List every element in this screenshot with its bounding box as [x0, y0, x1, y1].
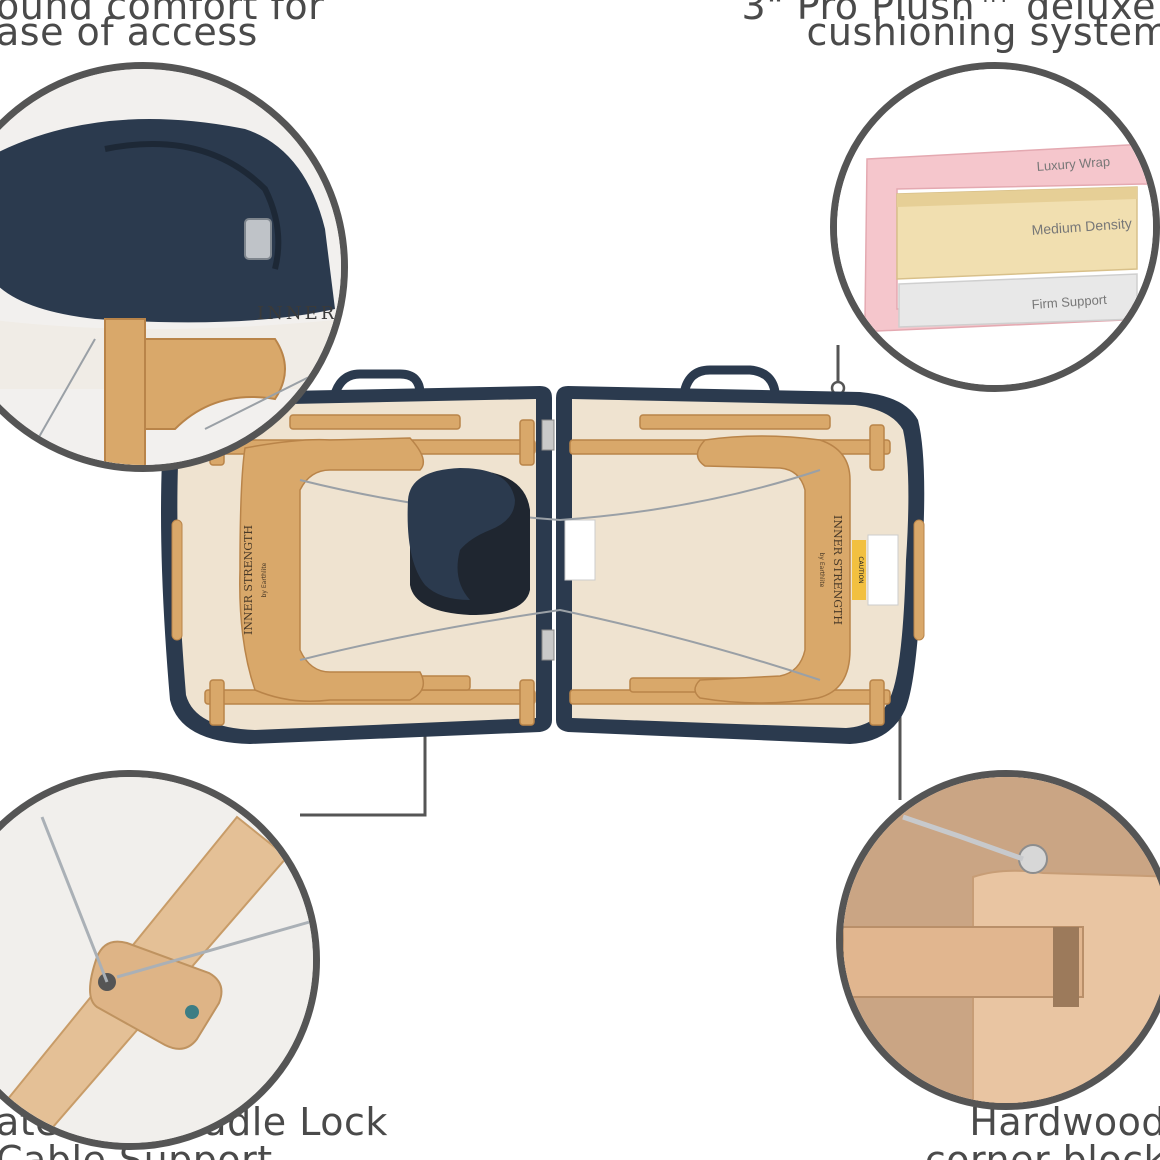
cable-anchor-icon: [1018, 844, 1048, 874]
cushion-seam: [104, 141, 282, 270]
face-cradle-cushion: [407, 468, 515, 600]
wood-leg: [104, 318, 146, 465]
info-sticker: [564, 519, 596, 581]
navy-cushion: [0, 119, 335, 323]
wood-post: [519, 679, 535, 726]
left-brand-text: INNER STRENGTH: [242, 525, 255, 635]
cable: [116, 919, 313, 979]
caution-label: [852, 540, 866, 600]
caption-bottom-right-line2: corner block: [924, 1138, 1160, 1160]
label-medium-density: Medium Density: [1031, 215, 1132, 238]
foam-top-face: [897, 187, 1137, 207]
wood-block: [89, 940, 223, 1050]
cable: [21, 338, 96, 465]
info-sticker: [867, 534, 899, 606]
caption-top-right-line1: 3" Pro Plush™ deluxe: [741, 0, 1156, 28]
foam-layer-firm-support: [898, 273, 1138, 328]
cable: [204, 368, 326, 430]
caption-top-left-line2: ase of access: [0, 10, 258, 54]
caption-top-right-line2: cushioning system: [806, 10, 1160, 54]
label-luxury-wrap: Luxury Wrap: [1036, 154, 1110, 174]
joint-gap: [1053, 927, 1079, 1007]
caption-top-left-line1: ound comfort for: [0, 0, 325, 28]
detail-circle-corner-block: [836, 770, 1160, 1110]
caption-bottom-left-line2: Cable Support: [0, 1140, 273, 1160]
wood-leg: [639, 414, 831, 430]
left-leg-frame: [239, 437, 425, 702]
left-brand-sub: by Earthlite: [261, 562, 268, 597]
fastener-icon: [185, 1005, 199, 1019]
foam-layer-medium-density: [896, 186, 1138, 280]
right-brand-sub: by Earthlite: [818, 553, 825, 588]
cable: [902, 814, 1024, 862]
detail-circle-cradle-lock: [0, 770, 320, 1150]
connector-bottom-left: [300, 706, 427, 817]
label-firm-support: Firm Support: [1031, 292, 1107, 312]
right-leg-frame: [694, 435, 851, 704]
cable: [299, 608, 821, 681]
side-strap: [913, 519, 925, 641]
wood-post: [519, 419, 535, 466]
handle: [679, 365, 780, 399]
wood-post: [869, 679, 885, 726]
caution-text: CAUTION: [857, 556, 864, 583]
wood-brace: [144, 338, 286, 430]
cable: [40, 816, 109, 983]
right-brand-text: INNER STRENGTH: [831, 515, 844, 625]
wood-post: [869, 424, 885, 471]
cable: [299, 469, 821, 522]
side-strap: [171, 519, 183, 641]
detail-circle-foam-layers: Luxury Wrap Medium Density Firm Support: [830, 62, 1160, 392]
detail-circle-rounded-corner: INNER: [0, 62, 348, 472]
metal-latch-icon: [244, 218, 272, 260]
wood-rail: [843, 926, 1084, 998]
wood-post: [209, 679, 225, 726]
hinge: [541, 629, 555, 661]
hinge: [541, 419, 555, 451]
corner-brand-text: INNER: [257, 303, 337, 324]
